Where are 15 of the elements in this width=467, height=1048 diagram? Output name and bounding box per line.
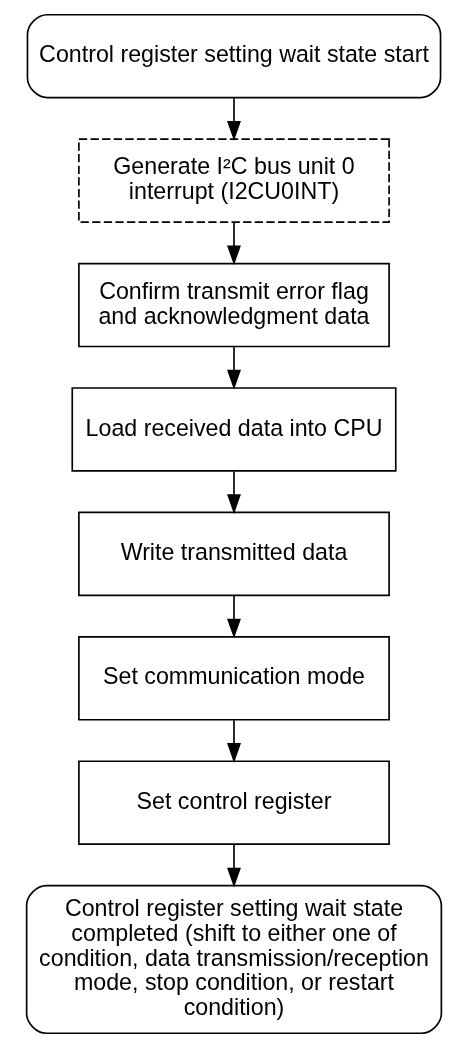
- arrow: [226, 346, 241, 390]
- arrow: [226, 595, 241, 639]
- arrow: [226, 97, 241, 141]
- node-box: Control register setting wait state completed (shift to either one of condition, data transmission/reception mode, stop condition, or restart condition): [25, 884, 442, 1035]
- node-box: Write transmitted data: [77, 511, 390, 597]
- arrow: [226, 221, 241, 266]
- arrow: [226, 843, 241, 888]
- node-box: Set communication mode: [77, 635, 390, 721]
- arrow: [226, 470, 241, 515]
- node-box: Confirm transmit error flag and acknowledgment data: [77, 262, 390, 348]
- node-box: Set control register: [77, 760, 390, 845]
- arrow: [226, 719, 241, 763]
- node-box: Generate I²C bus unit 0 interrupt (I2CU0INT): [77, 138, 390, 223]
- node-box: Load received data into CPU: [70, 387, 397, 472]
- node-box: Control register setting wait state start: [26, 13, 441, 99]
